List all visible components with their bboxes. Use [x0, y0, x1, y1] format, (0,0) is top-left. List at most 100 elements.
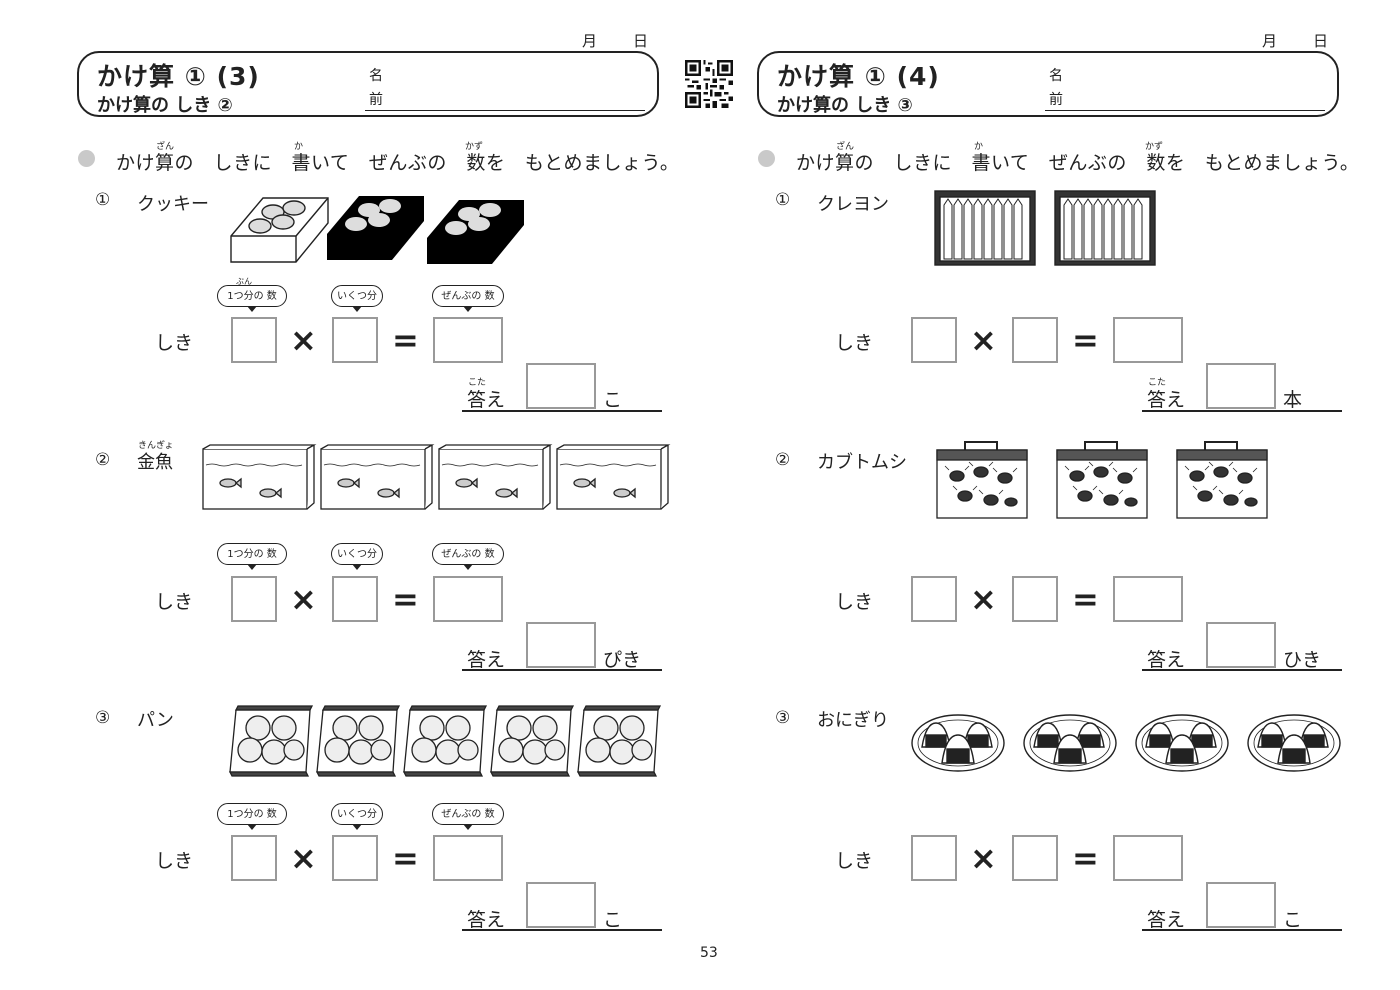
times-sign: ×: [970, 321, 997, 359]
product-box[interactable]: [1113, 317, 1183, 363]
date-month-label: 月: [1262, 32, 1278, 50]
product-box[interactable]: [1113, 835, 1183, 881]
worksheet-subtitle: かけ算の しき ③: [777, 95, 913, 116]
worksheet-header: かけ算 ① (4) かけ算の しき ③ 名 前: [757, 51, 1339, 117]
multiplier-box[interactable]: [332, 835, 378, 881]
answer-box[interactable]: [526, 363, 596, 409]
times-sign: ×: [970, 839, 997, 877]
answer-label: 答え: [1147, 909, 1186, 931]
answer-box[interactable]: [1206, 882, 1276, 928]
multiplier-box[interactable]: [1012, 835, 1058, 881]
crayon-box-icon: [934, 190, 1036, 266]
multiplicand-box[interactable]: [911, 317, 957, 363]
equals-sign: =: [392, 580, 419, 618]
right-worksheet: 月 日 かけ算 ① (4) かけ算の しき ③ 名 前 ざん か かず かけ算の…: [680, 0, 1380, 990]
fish-tank-icon: [202, 444, 317, 510]
beetle-cages-illustration: [936, 441, 1268, 519]
multiplier-box[interactable]: [1012, 576, 1058, 622]
answer-box[interactable]: [1206, 622, 1276, 668]
answer-underline: [462, 410, 662, 412]
worksheet-title: かけ算 ① (3): [97, 62, 260, 91]
multiplicand-box[interactable]: [231, 317, 277, 363]
multiplicand-box[interactable]: [911, 835, 957, 881]
fish-tanks-illustration: [202, 444, 669, 510]
instruction-text: かけ算の しきに 書いて ぜんぶの 数を もとめましょう。: [116, 152, 680, 174]
date-day-label: 日: [633, 32, 649, 50]
multiplicand-box[interactable]: [911, 576, 957, 622]
answer-unit: こ: [1283, 909, 1303, 931]
product-box[interactable]: [433, 317, 503, 363]
equals-sign: =: [1072, 321, 1099, 359]
problem-number: ②: [95, 450, 111, 470]
ruby-ka: か: [974, 142, 984, 152]
times-sign: ×: [970, 580, 997, 618]
name-label-bottom: 前: [1049, 92, 1063, 108]
bubble-groups: いくつ分: [331, 803, 383, 830]
answer-label: 答え: [467, 389, 506, 411]
multiplicand-box[interactable]: [231, 835, 277, 881]
bubble-total: ぜんぶの 数: [432, 285, 504, 312]
product-box[interactable]: [433, 576, 503, 622]
problem-name-cookie: クッキー: [137, 194, 209, 215]
problem-name-crayon: クレヨン: [817, 194, 889, 215]
ruby-kazu: かず: [465, 142, 484, 152]
answer-box[interactable]: [526, 622, 596, 668]
bubble-per-group: 1つ分の 数: [217, 285, 287, 312]
product-box[interactable]: [433, 835, 503, 881]
bubble-per-group: 1つ分の 数: [217, 803, 287, 830]
problem-name-bread: パン: [137, 710, 174, 731]
problem-number: ③: [95, 708, 111, 728]
onigiri-plate-icon: [911, 714, 1005, 772]
ruby-zan: ざん: [156, 142, 175, 152]
name-label-bottom: 前: [369, 92, 383, 108]
name-write-line[interactable]: [365, 110, 645, 111]
times-sign: ×: [290, 321, 317, 359]
instruction-text: かけ算の しきに 書いて ぜんぶの 数を もとめましょう。: [796, 152, 1360, 174]
answer-label: 答え: [1147, 389, 1186, 411]
answer-box[interactable]: [526, 882, 596, 928]
multiplier-box[interactable]: [332, 576, 378, 622]
problem-number: ②: [775, 450, 791, 470]
answer-label: 答え: [467, 909, 506, 931]
answer-unit: こ: [603, 389, 623, 411]
worksheet-title: かけ算 ① (4): [777, 62, 940, 91]
cookie-box-icon: [230, 197, 329, 263]
ruby-bun: ぶん: [236, 277, 252, 286]
answer-underline: [1142, 929, 1342, 931]
product-box[interactable]: [1113, 576, 1183, 622]
qr-code-icon[interactable]: [685, 60, 733, 108]
answer-box[interactable]: [1206, 363, 1276, 409]
left-worksheet: 月 日 かけ算 ① (3) かけ算の しき ② 名 前 ざん か かず かけ算の…: [77, 32, 680, 931]
answer-unit: 本: [1283, 389, 1303, 411]
date-day-label: 日: [1313, 32, 1329, 50]
shiki-label: しき: [835, 332, 874, 354]
multiplier-box[interactable]: [332, 317, 378, 363]
ruby-ka: か: [294, 142, 304, 152]
ruby-kota: こた: [468, 378, 487, 388]
shiki-label: しき: [835, 591, 874, 613]
problem-name-beetle: カブトムシ: [817, 452, 907, 473]
problem-number: ①: [95, 190, 111, 210]
problem-name-goldfish: 金魚: [137, 452, 173, 473]
name-write-line[interactable]: [1045, 110, 1325, 111]
ruby-zan: ざん: [836, 142, 855, 152]
name-label-top: 名: [369, 68, 383, 84]
ruby-kazu: かず: [1145, 142, 1164, 152]
bullet-icon: [78, 150, 95, 167]
bread-bags-illustration: [228, 705, 661, 777]
shiki-label: しき: [155, 591, 194, 613]
worksheet-subtitle: かけ算の しき ②: [97, 95, 233, 116]
bread-bag-icon: [228, 705, 314, 777]
answer-label: 答え: [467, 649, 506, 671]
multiplicand-box[interactable]: [231, 576, 277, 622]
answer-label: 答え: [1147, 649, 1186, 671]
onigiri-plates-illustration: [911, 714, 1341, 772]
equals-sign: =: [392, 321, 419, 359]
equals-sign: =: [392, 839, 419, 877]
date-month-label: 月: [582, 32, 598, 50]
ruby-kota: こた: [1148, 378, 1167, 388]
multiplier-box[interactable]: [1012, 317, 1058, 363]
beetle-cage-icon: [936, 441, 1028, 519]
page-number: 53: [700, 945, 718, 961]
problem-number: ①: [775, 190, 791, 210]
